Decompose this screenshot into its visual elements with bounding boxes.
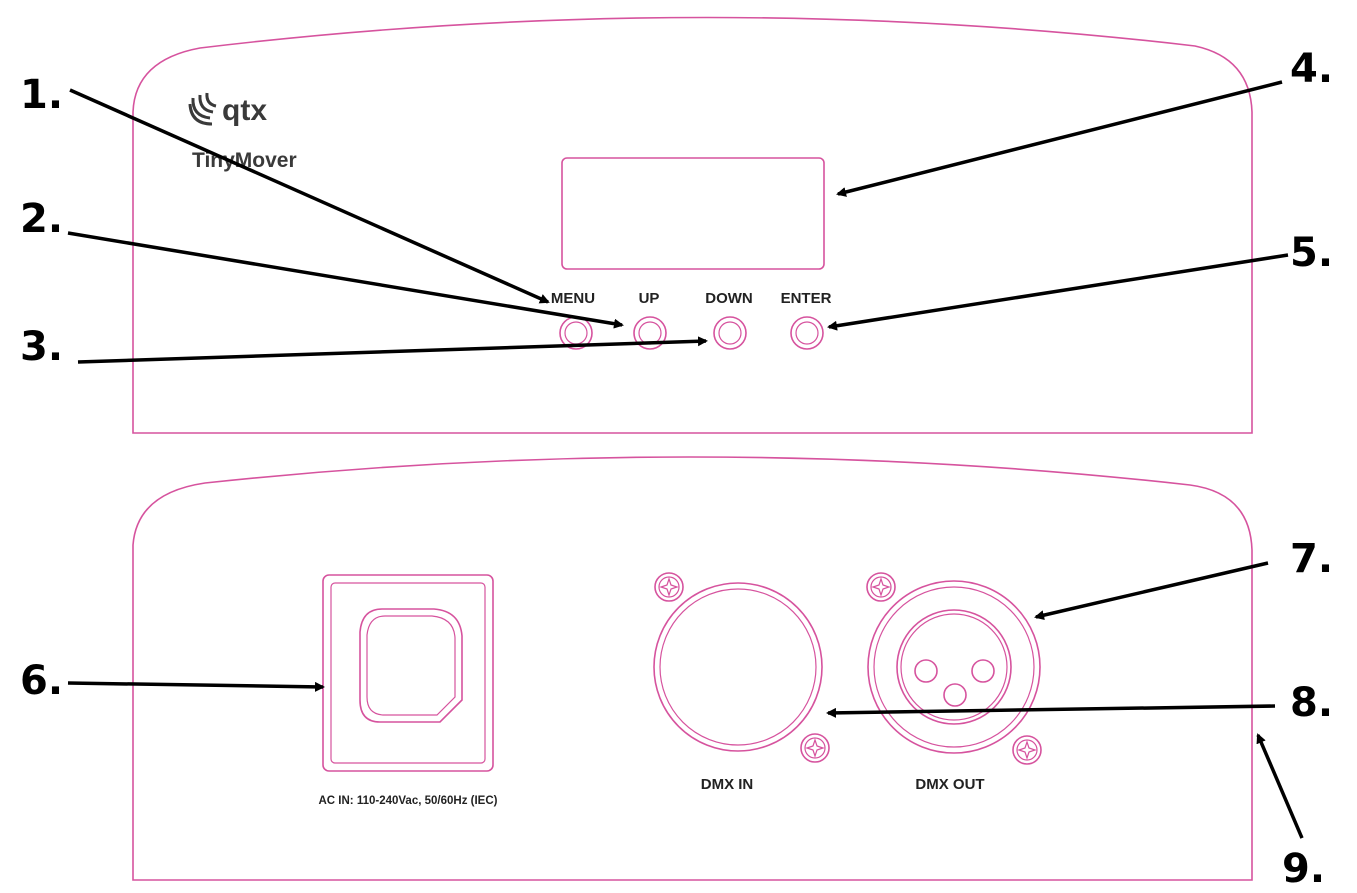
pointer-9 — [1256, 733, 1304, 839]
dmx-out-label: DMX OUT — [915, 776, 984, 793]
dmx-in-connector — [653, 572, 830, 763]
enter-button — [790, 316, 824, 350]
callout-7: 7. — [1290, 536, 1333, 582]
callout-1: 1. — [20, 72, 63, 118]
dmx-in-screw-bottom — [800, 733, 830, 763]
lcd-display — [561, 157, 825, 270]
pointer-3 — [77, 336, 708, 364]
power-inlet-label: AC IN: 110-240Vac, 50/60Hz (IEC) — [319, 795, 498, 807]
xlr-pin-3 — [943, 683, 967, 707]
callout-4: 4. — [1290, 46, 1333, 92]
dmx-in-screw-top — [654, 572, 684, 602]
pointer-6 — [67, 681, 325, 692]
rear-panel-outline — [132, 456, 1253, 881]
qtx-logo: qtx — [188, 92, 267, 127]
rear-panel: AC IN: 110-240Vac, 50/60Hz (IEC) DMX IN — [132, 456, 1253, 881]
down-button-label: DOWN — [705, 290, 753, 307]
up-button-label: UP — [639, 290, 660, 307]
callout-2: 2. — [20, 196, 63, 242]
xlr-pin-1 — [914, 659, 938, 683]
enter-button-label: ENTER — [781, 290, 832, 307]
dmx-out-screw-bottom — [1012, 735, 1042, 765]
pointer-7 — [1034, 561, 1269, 621]
iec-power-inlet — [322, 574, 494, 772]
pointer-2 — [67, 231, 624, 329]
callout-8: 8. — [1290, 680, 1333, 726]
dmx-out-screw-top — [866, 572, 896, 602]
down-button — [713, 316, 747, 350]
callout-9: 9. — [1282, 846, 1325, 892]
callout-numbers: 1. 2. 3. 4. 5. 6. 7. 8. 9. — [20, 46, 1333, 892]
dmx-in-label: DMX IN — [701, 776, 754, 793]
callout-6: 6. — [20, 658, 63, 704]
xlr-pin-2 — [971, 659, 995, 683]
callout-5: 5. — [1290, 230, 1333, 276]
menu-button-label: MENU — [551, 290, 595, 307]
pointer-1 — [69, 88, 550, 304]
qtx-wave-icon — [188, 92, 217, 126]
pointer-4 — [836, 80, 1283, 197]
brand-name: qtx — [222, 94, 267, 127]
callout-3: 3. — [20, 324, 63, 370]
front-panel: qtx TinyMover MENU UP DOWN ENTER — [132, 16, 1253, 434]
pointer-8 — [826, 704, 1276, 718]
callout-pointers — [67, 80, 1304, 839]
pointer-5 — [827, 253, 1289, 331]
front-panel-outline — [132, 16, 1253, 434]
dmx-out-connector — [866, 572, 1042, 765]
